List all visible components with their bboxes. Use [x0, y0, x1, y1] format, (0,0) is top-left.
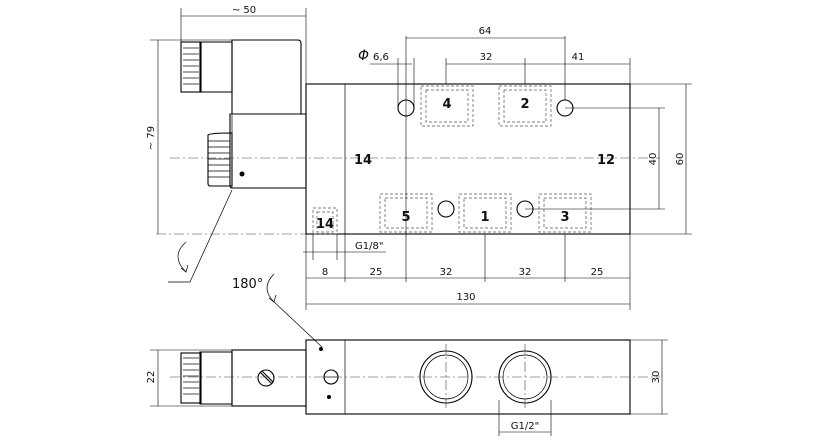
port-14-label: 14 [354, 153, 372, 168]
plug-connector-lower [207, 132, 233, 187]
port-2-label: 2 [520, 97, 529, 112]
hole-diameter-symbol: Φ [358, 48, 369, 64]
dim-25-left: 25 [370, 267, 383, 278]
dim-thread-main: G1/2" [511, 421, 539, 432]
dim-32-top: 32 [480, 52, 493, 63]
dim-approx-height: ~ 79 [146, 126, 157, 150]
dim-hole-diameter: 6,6 [373, 52, 389, 63]
port-3-label: 3 [560, 210, 569, 225]
dim-25-right: 25 [591, 267, 604, 278]
coil-screw [257, 369, 275, 387]
rotation-annotations: 180° [168, 189, 323, 348]
dim-thread-pilot: G1/8" [355, 241, 383, 252]
dim-32-a: 32 [440, 267, 453, 278]
top-view-dimensions: ~ 50 ~ 79 Φ 6,6 64 32 41 40 60 [146, 5, 692, 310]
side-view: 22 30 G1/2" [146, 339, 668, 436]
rotation-label: 180° [232, 277, 263, 292]
mounting-hole-mid-left [437, 200, 455, 218]
dim-approx-width: ~ 50 [232, 5, 256, 16]
dim-8: 8 [322, 267, 328, 278]
dim-32-b: 32 [519, 267, 532, 278]
solenoid-coil [231, 39, 302, 115]
rotation-arrow-right [266, 273, 275, 303]
dim-41: 41 [572, 52, 585, 63]
port-12-label: 12 [597, 153, 615, 168]
dim-30: 30 [651, 371, 662, 384]
rotation-arrow-left [177, 241, 187, 273]
plug-connector-side [180, 351, 233, 405]
dim-40: 40 [648, 153, 659, 166]
top-view: 4 2 14 12 5 1 3 14 [156, 39, 660, 235]
dim-64: 64 [479, 26, 492, 37]
pilot-port-14-label: 14 [316, 217, 334, 232]
port-4-label: 4 [442, 97, 451, 112]
plug-connector-top [180, 41, 233, 93]
port-1-label: 1 [480, 210, 489, 225]
dim-60: 60 [675, 153, 686, 166]
dim-22: 22 [146, 371, 157, 384]
dim-130: 130 [456, 292, 475, 303]
manual-override-dot [239, 171, 245, 177]
